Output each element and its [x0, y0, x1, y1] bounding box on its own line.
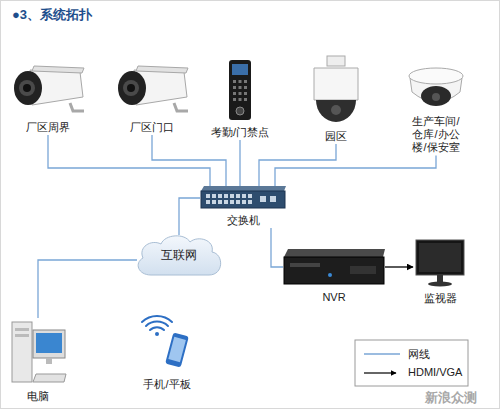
cloud-label: 互联网: [160, 248, 198, 262]
connector: [38, 260, 137, 318]
access-terminal-illustration: [229, 60, 251, 120]
bullet-camera-illustration: [14, 66, 84, 111]
bullet-camera-illustration: [118, 66, 188, 111]
connector: [152, 135, 226, 186]
legend-arrow-sample: [364, 372, 396, 373]
connector: [385, 266, 413, 267]
legend-line-sample: [364, 353, 400, 355]
device-node: 园区: [312, 56, 360, 144]
device-label: 厂区门口: [129, 121, 175, 134]
diagram-title: ●3、系统拓扑: [12, 6, 92, 24]
nvr-illustration: [284, 249, 385, 284]
computer-illustration: [12, 322, 66, 382]
connector: [275, 155, 436, 186]
connector: [259, 144, 336, 186]
device-label: 厂区周界: [25, 121, 71, 134]
device-label: 园区: [324, 130, 348, 143]
device-label: 电脑: [26, 390, 50, 403]
device-label: 监视器: [423, 292, 458, 305]
device-node: 交换机: [200, 186, 286, 228]
device-label: 考勤/门禁点: [210, 126, 270, 139]
legend-text: 网线: [408, 347, 430, 362]
device-node: 监视器: [415, 238, 465, 306]
device-node: 电脑: [10, 318, 66, 404]
device-node: 手机/平板: [140, 316, 194, 392]
device-node: 厂区门口: [114, 65, 190, 135]
legend-box: [355, 340, 468, 386]
device-node: 考勤/门禁点: [208, 60, 273, 140]
device-node: 厂区周界: [10, 65, 86, 135]
connector: [239, 140, 240, 186]
connector: [179, 198, 200, 235]
connector: [271, 228, 283, 267]
device-label: 生产车间/仓库/办公楼/保安室: [406, 115, 466, 155]
legend-text: HDMI/VGA: [408, 366, 462, 378]
ptz-dome-illustration: [314, 56, 358, 122]
device-label: NVR: [321, 291, 346, 304]
device-node: NVR: [283, 247, 385, 305]
watermark: 新浪众测: [425, 389, 477, 407]
device-label: 手机/平板: [142, 378, 191, 391]
dome-camera-illustration: [409, 68, 463, 106]
cloud-node: 互联网: [133, 232, 225, 278]
device-label: 交换机: [226, 214, 261, 227]
device-node: 生产车间/仓库/办公楼/保安室: [406, 65, 466, 155]
switch-illustration: [201, 186, 286, 208]
phone-illustration: [142, 316, 189, 367]
monitor-illustration: [416, 240, 464, 287]
